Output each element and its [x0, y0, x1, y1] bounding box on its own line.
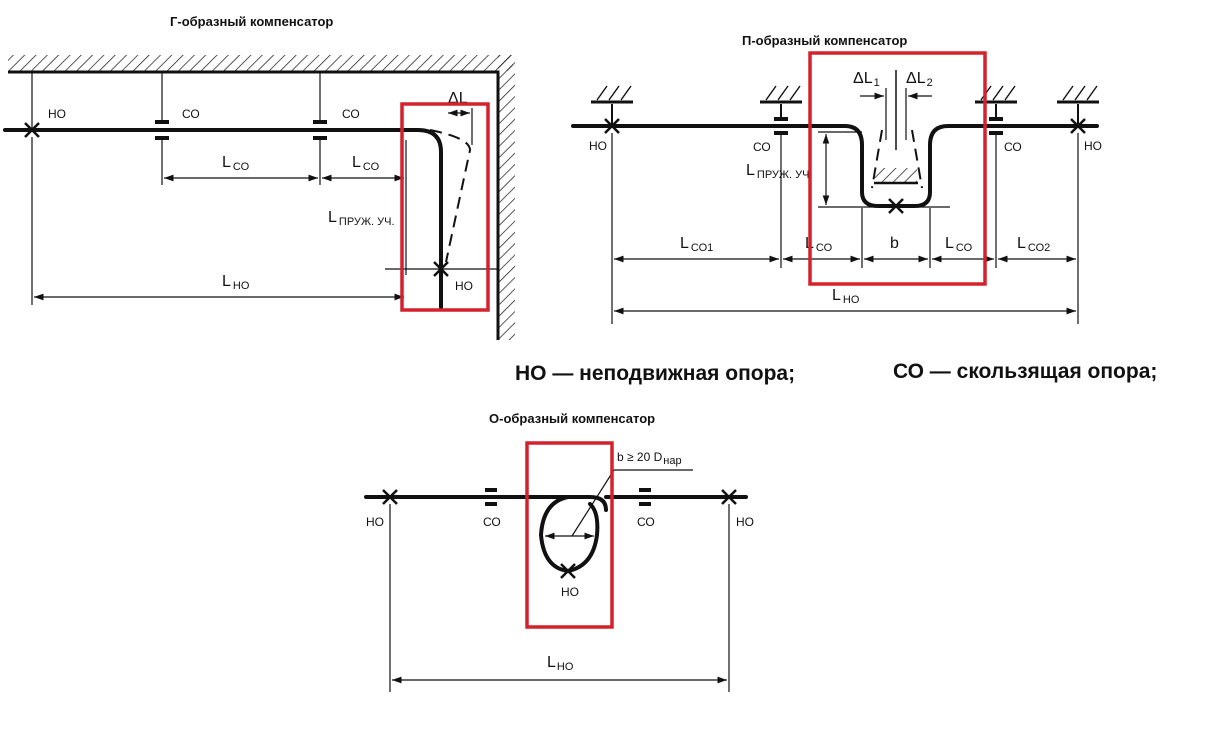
o-title: О-образный компенсатор	[489, 411, 655, 426]
legend-ho: НО — неподвижная опора;	[515, 362, 795, 385]
sliding-support-top	[155, 120, 169, 124]
co-label: СО	[483, 515, 501, 529]
sliding-support-bottom	[989, 131, 1003, 135]
co-label: СО	[342, 107, 360, 121]
sliding-support-bottom	[639, 502, 651, 506]
fixed-support-mark	[382, 489, 398, 505]
o-loop	[539, 495, 600, 573]
sliding-support-mount	[975, 85, 1017, 118]
ho-label: НО	[366, 515, 384, 529]
b-formula-label: b ≥ 20 Dнар	[617, 450, 682, 467]
p-shaped-compensator: П-образный компенсатор	[571, 33, 1102, 324]
sliding-support-bottom	[155, 136, 169, 140]
ho-label: НО	[455, 279, 473, 293]
sliding-support-top	[313, 120, 327, 124]
g-shaped-compensator: Г-образный компенсатор НО СО СО НО	[3, 14, 515, 340]
dim-delta-l1-label: ΔL1	[853, 70, 880, 89]
p-highlight-box	[808, 51, 987, 286]
wall-hatch	[498, 55, 515, 340]
wall-line	[8, 70, 500, 340]
ho-label: НО	[48, 107, 66, 121]
o-shaped-compensator: О-образный компенсатор b ≥ 20 Dнар НО СО…	[364, 411, 754, 692]
co-label: СО	[637, 515, 655, 529]
g-highlight-box	[400, 102, 490, 312]
sliding-support-bottom	[313, 136, 327, 140]
fixed-support-mark	[560, 563, 576, 579]
fixed-support-mark	[604, 118, 620, 134]
co-label: СО	[182, 107, 200, 121]
sliding-support-top	[639, 488, 651, 492]
fixed-support-mount	[1057, 85, 1099, 125]
sliding-support-bottom	[774, 131, 788, 135]
co-label: СО	[1004, 140, 1022, 154]
sliding-support-top	[774, 117, 788, 121]
g-title: Г-образный компенсатор	[170, 14, 333, 29]
p-title: П-образный компенсатор	[742, 33, 907, 48]
sliding-support-top	[485, 488, 497, 492]
dim-b-label: b	[890, 235, 899, 252]
o-highlight-box	[525, 441, 614, 629]
sliding-support-bottom	[485, 502, 497, 506]
o-pipe-left	[364, 495, 608, 512]
sliding-support-mount	[760, 85, 802, 118]
co-label: СО	[753, 140, 771, 154]
leader-line	[571, 469, 615, 537]
sliding-support-top	[989, 117, 1003, 121]
fixed-support-mark	[888, 198, 904, 214]
p-deformed-pipe	[871, 129, 923, 189]
fixed-support-mark	[24, 122, 40, 138]
fixed-support-mount	[591, 85, 633, 125]
dim-delta-l2-label: ΔL2	[906, 70, 933, 89]
p-pipe	[571, 124, 1099, 208]
fixed-support-mark	[721, 489, 737, 505]
ho-label: НО	[589, 139, 607, 153]
center-support-hatch	[875, 168, 917, 182]
ho-label: НО	[561, 585, 579, 599]
g-pipe	[3, 128, 443, 310]
fixed-support-mark	[1070, 118, 1086, 134]
ho-label: НО	[736, 515, 754, 529]
legend-co: СО — скользящая опора;	[893, 360, 1157, 383]
dim-l-ho-label: LНО	[547, 654, 574, 673]
g-deformed-pipe	[429, 129, 472, 263]
ho-label: НО	[1084, 139, 1102, 153]
ceiling-hatch	[8, 55, 513, 71]
